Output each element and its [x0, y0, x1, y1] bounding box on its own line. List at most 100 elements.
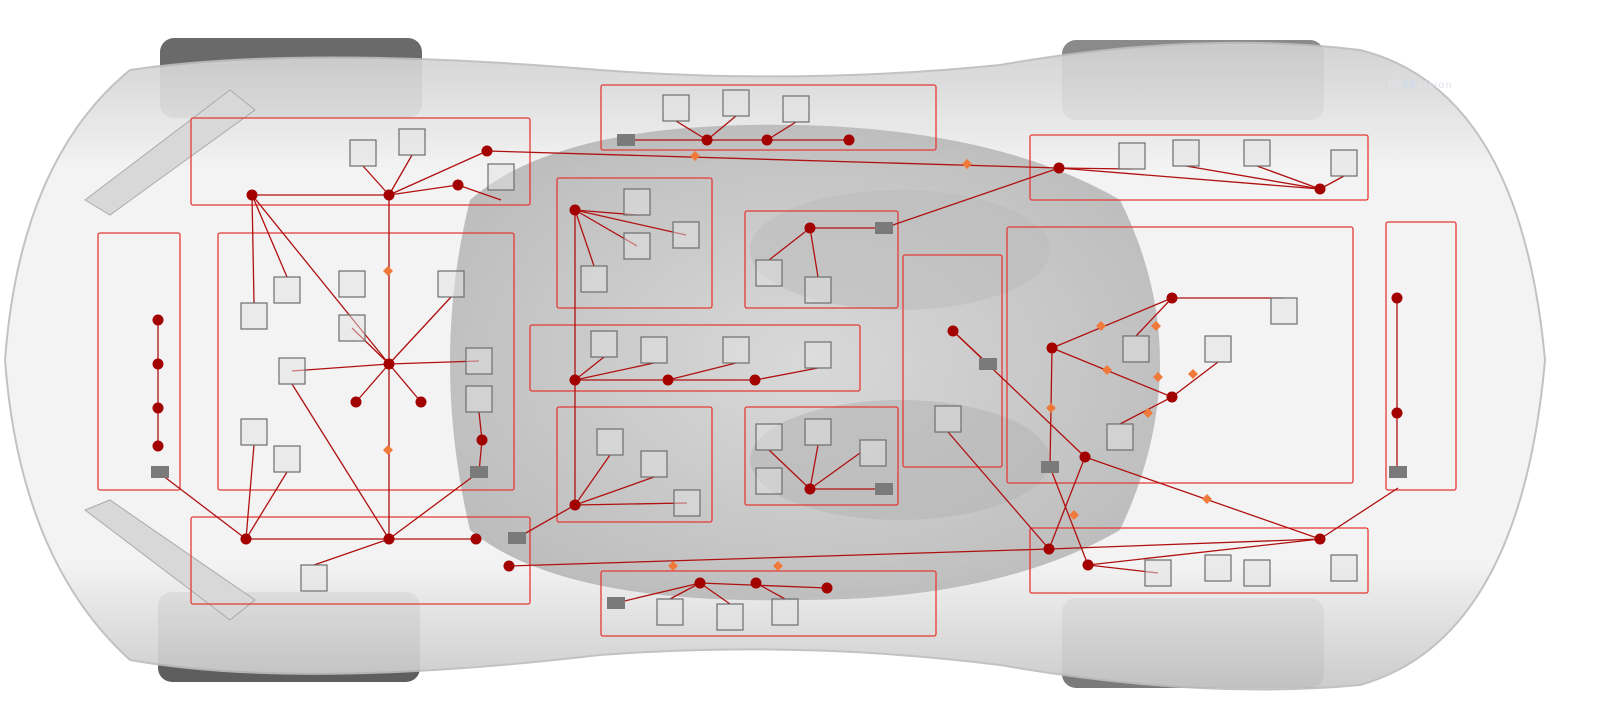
- wire: [574, 454, 611, 506]
- component-box: [1243, 559, 1271, 587]
- component-box: [1204, 554, 1232, 582]
- component-box: [349, 139, 377, 167]
- wire: [1084, 456, 1321, 540]
- headlight-right: [83, 499, 256, 621]
- junction-point: [1102, 365, 1112, 375]
- junction-point: [383, 445, 393, 455]
- wire: [157, 471, 247, 540]
- wire: [251, 194, 288, 278]
- ecu-node: [481, 145, 493, 157]
- zone-box: [556, 177, 713, 309]
- zone-box: [190, 516, 531, 605]
- wire: [457, 184, 502, 201]
- wire: [1171, 361, 1219, 398]
- ecu-node: [701, 134, 713, 146]
- wire: [706, 115, 737, 141]
- wire: [1319, 487, 1399, 540]
- connector: [875, 222, 893, 234]
- ecu-node: [749, 374, 761, 386]
- components: [240, 89, 1358, 631]
- component-box: [240, 302, 268, 330]
- wire: [768, 449, 811, 490]
- wire: [516, 504, 576, 539]
- component-box: [338, 314, 366, 342]
- wire: [574, 356, 605, 381]
- component-box: [273, 445, 301, 473]
- zones: [97, 84, 1457, 637]
- wire: [574, 362, 655, 381]
- junctions: [383, 151, 1212, 571]
- ecu-node: [452, 179, 464, 191]
- ecu-node: [1166, 391, 1178, 403]
- component-box: [487, 163, 515, 191]
- wire: [1185, 165, 1321, 190]
- wire: [1051, 297, 1173, 349]
- connector: [1041, 461, 1059, 473]
- wire: [952, 330, 1086, 458]
- nodes: [152, 134, 1403, 594]
- component-box: [437, 270, 465, 298]
- ecu-node: [415, 396, 427, 408]
- component-box: [934, 405, 962, 433]
- connectors: [151, 134, 1407, 609]
- wire: [699, 582, 828, 589]
- zone-box: [1006, 226, 1354, 484]
- wire: [362, 165, 390, 196]
- connector: [875, 483, 893, 495]
- seat-left: [750, 190, 1050, 310]
- wire: [1051, 347, 1173, 398]
- zone-box: [529, 324, 861, 392]
- component-box: [722, 336, 750, 364]
- wire: [1048, 456, 1086, 550]
- wire: [1087, 538, 1321, 566]
- component-box: [804, 418, 832, 446]
- component-box: [640, 450, 668, 478]
- ecu-node: [152, 358, 164, 370]
- component-box: [755, 423, 783, 451]
- zone-box: [217, 232, 515, 491]
- junction-point: [1151, 321, 1161, 331]
- component-box: [1122, 335, 1150, 363]
- wire: [574, 209, 595, 267]
- component-box: [1106, 423, 1134, 451]
- wire: [809, 227, 819, 278]
- component-box: [804, 341, 832, 369]
- ecu-node: [1166, 292, 1178, 304]
- wire: [669, 582, 701, 600]
- ecu-node: [843, 134, 855, 146]
- ecu-node: [761, 134, 773, 146]
- connector: [151, 466, 169, 478]
- component-box: [755, 259, 783, 287]
- component-box: [1243, 139, 1271, 167]
- ecu-node: [804, 222, 816, 234]
- component-box: [673, 489, 701, 517]
- ecu-node: [804, 483, 816, 495]
- component-box: [623, 232, 651, 260]
- wire: [755, 582, 786, 600]
- wire: [251, 194, 390, 365]
- zone-box: [600, 84, 937, 151]
- wire: [615, 582, 701, 604]
- junction-point: [1153, 372, 1163, 382]
- ecu-node: [694, 577, 706, 589]
- wire: [1048, 538, 1321, 550]
- ecu-node: [569, 204, 581, 216]
- junction-point: [1202, 494, 1212, 504]
- junction-point: [1096, 321, 1106, 331]
- junction-point: [1143, 408, 1153, 418]
- connector: [470, 466, 488, 478]
- connector: [1389, 466, 1407, 478]
- component-box: [338, 270, 366, 298]
- headlight-left: [84, 89, 256, 216]
- zone-box: [97, 232, 181, 491]
- component-box: [1204, 335, 1232, 363]
- ecu-node: [821, 582, 833, 594]
- component-box: [672, 221, 700, 249]
- wire: [809, 444, 819, 490]
- ecu-node: [240, 533, 252, 545]
- junction-point: [1069, 510, 1079, 520]
- ecu-node: [1314, 183, 1326, 195]
- preevision-logo: PREEvision: [1388, 80, 1453, 91]
- component-box: [771, 598, 799, 626]
- component-box: [1118, 142, 1146, 170]
